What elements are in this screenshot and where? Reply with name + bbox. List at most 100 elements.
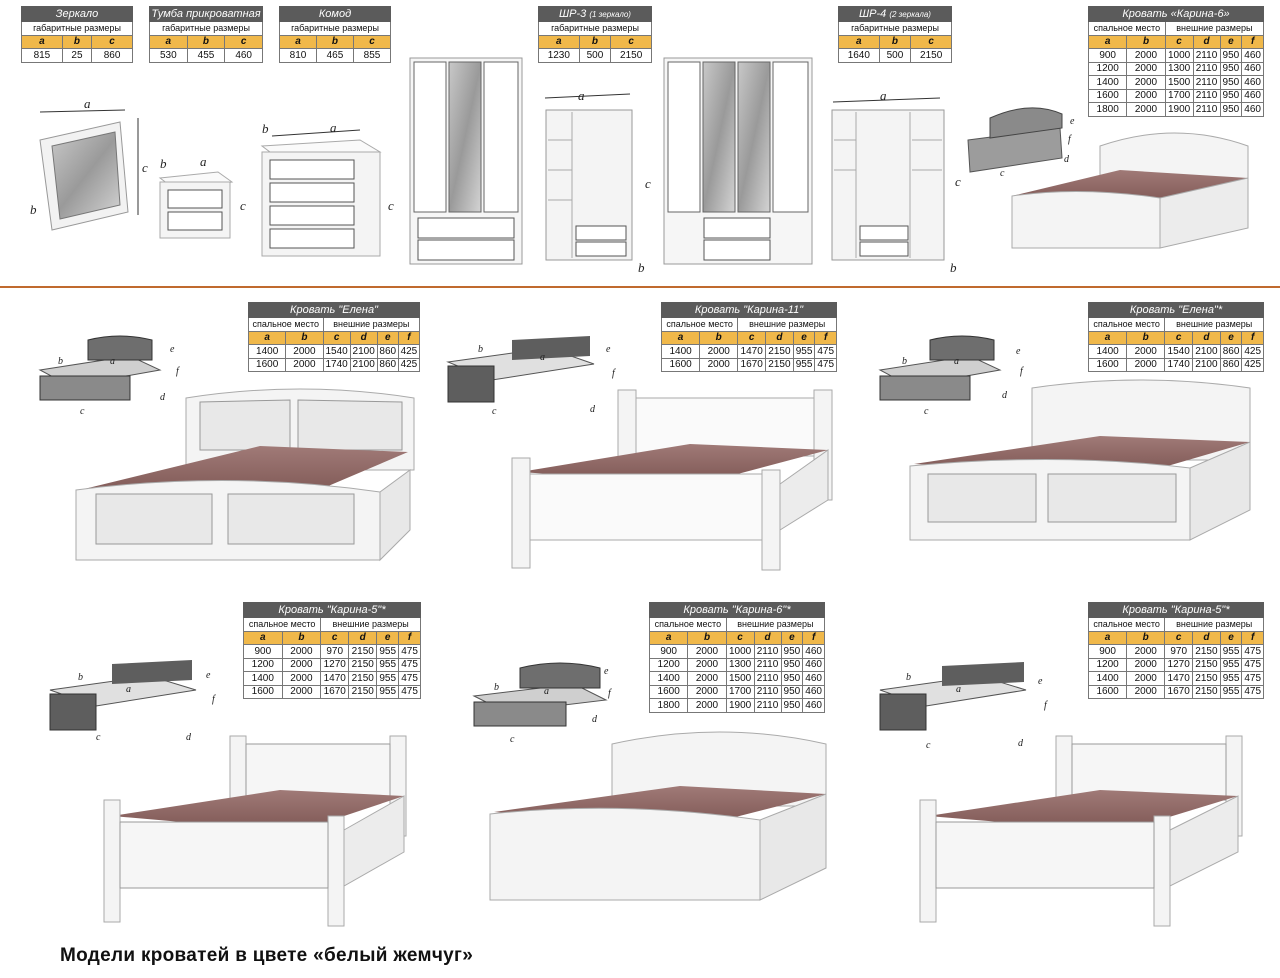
dim-letter: c: [510, 734, 515, 745]
header-cell: b: [186, 34, 226, 49]
table-cell: 955: [376, 684, 400, 699]
dim-letter: e: [206, 670, 211, 681]
header-cell: e: [1219, 330, 1243, 345]
table-cell: 2110: [753, 698, 782, 713]
header-cell: f: [1241, 330, 1264, 345]
table-subheader-outer: внешние размеры: [322, 317, 421, 332]
table-cell: 2110: [1192, 75, 1221, 90]
header-cell: a: [279, 34, 317, 49]
table-subheader-outer: внешние размеры: [725, 617, 826, 632]
header-cell: f: [814, 330, 837, 345]
table-cell: 2000: [285, 344, 324, 359]
dim-letter: c: [142, 160, 148, 175]
table-cell: 460: [802, 698, 825, 713]
table-title-main: ШР-4: [859, 8, 887, 20]
table-cell: 1600: [660, 357, 701, 372]
table-cell: 860: [1219, 344, 1243, 359]
table-cell: 2000: [285, 357, 324, 372]
table-cell: 1670: [320, 684, 350, 699]
header-cell: f: [802, 630, 825, 645]
table-cell: 1400: [660, 344, 701, 359]
header-cell: e: [1219, 630, 1243, 645]
header-cell: c: [322, 330, 351, 345]
table-cell: 950: [1219, 48, 1243, 63]
dim-letter: d: [186, 732, 192, 743]
table-cell: 2100: [349, 357, 378, 372]
dim-letter: c: [1000, 168, 1005, 179]
header-cell: d: [765, 330, 794, 345]
page-caption: Модели кроватей в цвете «белый жемчуг»: [60, 945, 474, 966]
header-cell: c: [737, 330, 767, 345]
dim-letter: e: [1016, 346, 1021, 357]
table-cell: 460: [1241, 102, 1264, 117]
dim-letter: b: [78, 672, 83, 683]
table-subheader-sleep: спальное место: [1087, 317, 1166, 332]
table-cell: 860: [376, 344, 399, 359]
wardrobe-3-closed-illustration: [409, 57, 523, 265]
header-cell: e: [376, 330, 399, 345]
bed-elena-star-illustration: b a c d e f: [878, 335, 1251, 541]
table-cell: 2000: [1126, 102, 1166, 117]
dim-letter: e: [170, 344, 175, 355]
header-cell: a: [1087, 34, 1128, 49]
dim-letter: f: [612, 368, 616, 379]
header-cell: a: [149, 34, 188, 49]
table-cell: 860: [91, 48, 133, 63]
dim-letter: c: [80, 406, 85, 417]
dim-letter: a: [880, 88, 887, 103]
header-cell: b: [699, 330, 739, 345]
header-cell: c: [910, 34, 952, 49]
table-subheader-sleep: спальное место: [649, 617, 727, 632]
dim-letter: f: [1068, 134, 1072, 145]
table-title: Кровать "Елена": [248, 302, 420, 318]
dim-letter: d: [1018, 738, 1024, 749]
table-cell: 2150: [765, 357, 794, 372]
table-title: Зеркало: [21, 6, 133, 22]
nightstand-illustration: a b c: [158, 154, 246, 239]
header-cell: d: [1192, 330, 1221, 345]
header-cell: a: [1087, 330, 1128, 345]
header-cell: f: [1241, 34, 1264, 49]
table-title: Кровать «Карина-6»: [1088, 6, 1264, 22]
bed-karina6-top-illustration: e f d c: [967, 107, 1249, 249]
table-title: Кровать "Карина-11": [661, 302, 837, 318]
header-cell: d: [1192, 34, 1221, 49]
dim-letter: a: [330, 120, 337, 135]
table-cell: 2150: [1192, 684, 1221, 699]
table-cell: 500: [578, 48, 612, 63]
table-title-note: (2 зеркала): [889, 10, 931, 19]
header-cell: e: [780, 630, 804, 645]
dim-letter: d: [1064, 154, 1070, 165]
header-cell: e: [792, 330, 816, 345]
header-cell: a: [648, 630, 689, 645]
header-cell: b: [315, 34, 354, 49]
table-cell: 460: [1241, 61, 1264, 76]
table-title: Кровать "Карина-5"*: [1088, 602, 1264, 618]
table-subheader-sleep: спальное место: [248, 317, 324, 332]
header-cell: d: [348, 630, 378, 645]
table-cell: 475: [398, 684, 421, 699]
table-cell: 25: [61, 48, 93, 63]
table-cell: 475: [814, 357, 837, 372]
header-cell: c: [1164, 34, 1194, 49]
table-cell: 2000: [687, 698, 727, 713]
header-cell: c: [224, 34, 263, 49]
header-cell: c: [610, 34, 652, 49]
bed-elena-illustration: a b c d e f: [38, 335, 415, 562]
header-cell: d: [349, 330, 378, 345]
bed-karina5-star-b-illustration: b a c d e f: [879, 662, 1243, 927]
